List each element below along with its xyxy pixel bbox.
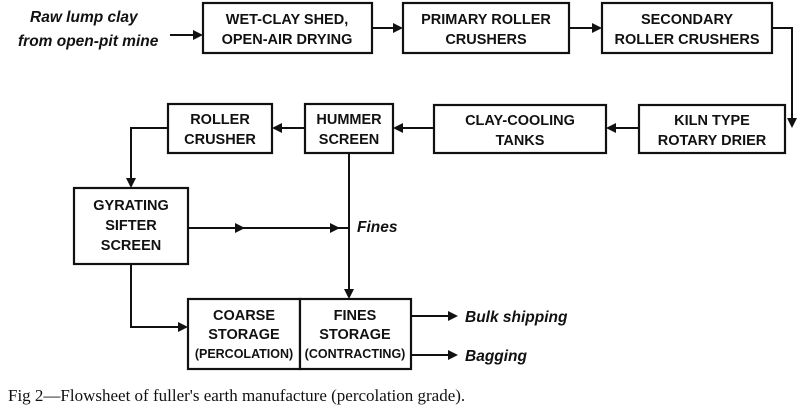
gyrating-line-1: GYRATING (93, 198, 168, 214)
box-kiln-rotary-drier: KILN TYPE ROTARY DRIER (637, 103, 787, 155)
primary-roller-line-1: PRIMARY ROLLER (421, 12, 551, 28)
cooling-tanks-line-2: TANKS (496, 133, 545, 149)
arrow-hummer-to-roller (272, 123, 305, 133)
box-hummer-screen: HUMMER SCREEN (303, 102, 395, 155)
box-roller-crusher: ROLLER CRUSHER (166, 102, 274, 155)
box-primary-roller-crushers: PRIMARY ROLLER CRUSHERS (401, 1, 571, 55)
secondary-roller-line-1: SECONDARY (641, 12, 733, 28)
wet-clay-shed-line-2: OPEN-AIR DRYING (222, 32, 353, 48)
gyrating-line-3: SCREEN (101, 238, 161, 254)
hummer-line-2: SCREEN (319, 132, 379, 148)
coarse-storage-line-2: STORAGE (208, 327, 280, 343)
arrow-primary-to-secondary (569, 23, 602, 33)
bulk-shipping-label: Bulk shipping (465, 309, 568, 326)
arrow-to-bulk-shipping (411, 311, 458, 321)
arrow-shed-to-primary (372, 23, 403, 33)
arrow-secondary-to-kiln (772, 27, 797, 128)
input-label-line-1: Raw lump clay (30, 9, 139, 26)
box-wet-clay-shed: WET-CLAY SHED, OPEN-AIR DRYING (201, 1, 374, 55)
cooling-tanks-line-1: CLAY-COOLING (465, 113, 575, 129)
arrow-hummer-fines-to-fines-storage (344, 153, 354, 299)
roller-crusher-line-1: ROLLER (190, 112, 250, 128)
wet-clay-shed-line-1: WET-CLAY SHED, (226, 12, 348, 28)
arrow-cooling-to-hummer (393, 123, 434, 133)
box-secondary-roller-crushers: SECONDARY ROLLER CRUSHERS (600, 1, 774, 55)
arrow-raw-to-shed (170, 30, 203, 40)
fines-label: Fines (357, 219, 398, 236)
roller-crusher-line-2: CRUSHER (184, 132, 256, 148)
box-coarse-storage: COARSE STORAGE (PERCOLATION) (186, 297, 302, 371)
fines-storage-line-3: (CONTRACTING) (305, 347, 406, 361)
arrow-roller-to-gyrating (126, 127, 168, 188)
box-fines-storage: FINES STORAGE (CONTRACTING) (298, 297, 413, 371)
secondary-roller-line-2: ROLLER CRUSHERS (614, 32, 759, 48)
arrow-to-bagging (411, 350, 458, 360)
figure-caption: Fig 2—Flowsheet of fuller's earth manufa… (8, 386, 465, 405)
kiln-line-1: KILN TYPE (674, 113, 750, 129)
kiln-line-2: ROTARY DRIER (658, 133, 767, 149)
coarse-storage-line-1: COARSE (213, 308, 275, 324)
input-label: Raw lump clay from open-pit mine (18, 9, 159, 50)
fines-storage-line-2: STORAGE (319, 327, 391, 343)
arrow-gyrating-to-fines (188, 223, 349, 233)
input-label-line-2: from open-pit mine (18, 33, 159, 50)
hummer-line-1: HUMMER (316, 112, 382, 128)
arrow-kiln-to-cooling (606, 123, 639, 133)
fines-storage-line-1: FINES (334, 308, 377, 324)
bagging-label: Bagging (465, 348, 528, 365)
arrow-gyrating-to-coarse-storage (130, 264, 188, 332)
box-clay-cooling-tanks: CLAY-COOLING TANKS (432, 103, 608, 155)
gyrating-line-2: SIFTER (105, 218, 157, 234)
primary-roller-line-2: CRUSHERS (445, 32, 527, 48)
box-gyrating-sifter-screen: GYRATING SIFTER SCREEN (72, 186, 190, 266)
coarse-storage-line-3: (PERCOLATION) (195, 347, 293, 361)
